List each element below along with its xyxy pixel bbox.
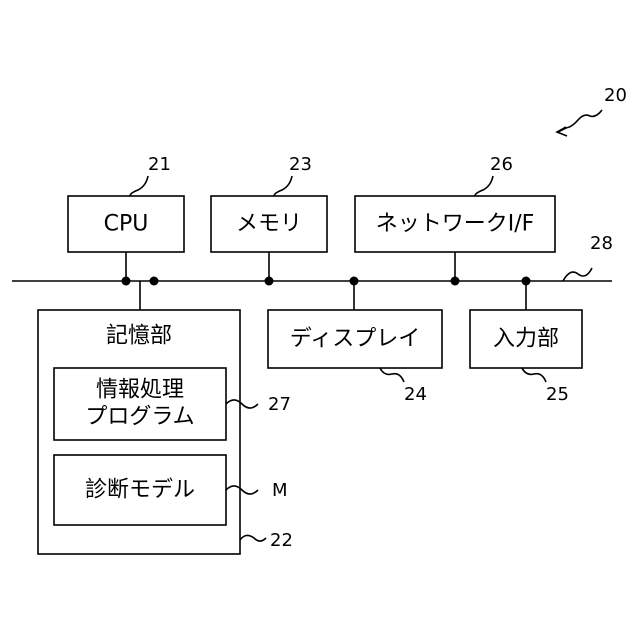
- program-ref-label: 27: [268, 394, 291, 415]
- bus-ref-leader: [563, 268, 592, 281]
- memory-ref-label: 23: [289, 154, 312, 175]
- cpu-bus-junction: [122, 277, 131, 286]
- memory-ref-leader: [274, 176, 292, 196]
- figure-ref-arrow: [557, 110, 602, 136]
- storage-ref-label: 22: [270, 530, 293, 551]
- network-if-ref-leader: [475, 176, 493, 196]
- cpu-ref-leader: [130, 176, 148, 196]
- storage-ref-leader: [240, 535, 266, 541]
- model-label: 診断モデル: [85, 478, 195, 503]
- program-label-line2: プログラム: [85, 405, 194, 430]
- storage-label: 記憶部: [106, 324, 172, 349]
- figure-ref-label: 20: [604, 85, 627, 106]
- memory-label: メモリ: [236, 212, 302, 237]
- network-if-label: ネットワークI/F: [376, 212, 535, 237]
- display-ref-leader: [380, 368, 404, 382]
- cpu-ref-label: 21: [148, 154, 171, 175]
- display-ref-label: 24: [404, 384, 427, 405]
- network-if-bus-junction: [451, 277, 460, 286]
- program-label-line1: 情報処理: [96, 378, 184, 403]
- input-unit-ref-label: 25: [546, 384, 569, 405]
- model-ref-label: M: [272, 480, 288, 501]
- network-if-ref-label: 26: [490, 154, 513, 175]
- input-unit-bus-junction: [522, 277, 531, 286]
- cpu-label: CPU: [104, 212, 149, 237]
- display-bus-junction: [350, 277, 359, 286]
- bus-ref-label: 28: [590, 233, 613, 254]
- input-unit-label: 入力部: [493, 327, 559, 352]
- storage-bus-junction: [150, 277, 159, 286]
- memory-bus-junction: [265, 277, 274, 286]
- display-label: ディスプレイ: [290, 327, 420, 352]
- input-unit-ref-leader: [522, 368, 546, 382]
